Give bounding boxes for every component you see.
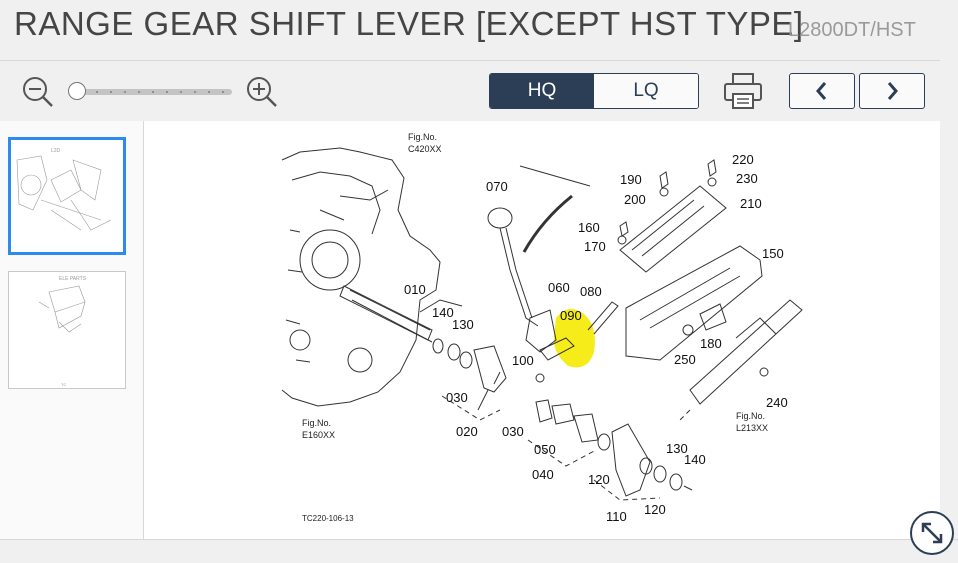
part-label[interactable]: 070 (486, 179, 508, 194)
part-label[interactable]: 090 (560, 308, 582, 323)
thumbnail-sidebar: L2D ELE PARTS TC (0, 121, 144, 539)
page-title: RANGE GEAR SHIFT LEVER [EXCEPT HST TYPE] (14, 5, 804, 42)
diagram-code: TC220-106-13 (302, 514, 354, 523)
part-label[interactable]: 210 (740, 196, 762, 211)
part-label[interactable]: 010 (404, 282, 426, 297)
chevron-left-icon (816, 82, 827, 100)
fig-ref-c420: C420XX (408, 144, 442, 154)
part-label[interactable]: 130 (666, 441, 688, 456)
print-icon[interactable] (723, 72, 763, 115)
zoom-out-icon[interactable] (22, 76, 54, 113)
part-label[interactable]: 080 (580, 284, 602, 299)
fig-ref-c420-prefix: Fig.No. (408, 132, 437, 142)
part-label[interactable]: 120 (588, 472, 610, 487)
part-label[interactable]: 140 (684, 452, 706, 467)
model-label: L2800DT/HST (788, 19, 916, 41)
part-label[interactable]: 180 (700, 336, 722, 351)
part-label[interactable]: 240 (766, 395, 788, 410)
part-label[interactable]: 040 (532, 467, 554, 482)
part-label[interactable]: 030 (446, 390, 468, 405)
part-label[interactable]: 190 (620, 172, 642, 187)
part-label[interactable]: 140 (432, 305, 454, 320)
part-label[interactable]: 030 (502, 424, 524, 439)
part-label[interactable]: 100 (512, 353, 534, 368)
expand-icon (921, 522, 943, 544)
zoom-in-icon[interactable] (246, 76, 278, 113)
svg-text:TC: TC (61, 382, 66, 387)
quality-hq-button[interactable]: HQ (490, 74, 594, 108)
chevron-right-icon (887, 82, 898, 100)
part-label[interactable]: 220 (732, 152, 754, 167)
part-label[interactable]: 110 (606, 509, 627, 524)
fig-ref-e160-prefix: Fig.No. (302, 418, 331, 428)
toolbar: HQ LQ (0, 60, 940, 121)
zoom-slider-thumb[interactable] (68, 82, 86, 100)
expand-button[interactable] (910, 511, 954, 555)
svg-text:ELE PARTS: ELE PARTS (59, 276, 87, 282)
part-label[interactable]: 170 (584, 239, 606, 254)
part-label[interactable]: 130 (452, 317, 474, 332)
part-label[interactable]: 250 (674, 352, 696, 367)
diagram-viewer[interactable]: Fig.No. C420XX Fig.No. E160XX Fig.No. L2… (144, 121, 940, 539)
part-label[interactable]: 020 (456, 424, 478, 439)
fig-ref-l213-prefix: Fig.No. (736, 411, 765, 421)
highlight-marker (553, 308, 595, 368)
bottom-bar (0, 539, 958, 563)
parts-diagram: Fig.No. C420XX Fig.No. E160XX Fig.No. L2… (281, 132, 803, 524)
part-label[interactable]: 050 (534, 442, 556, 457)
part-label[interactable]: 200 (624, 192, 646, 207)
previous-button[interactable] (789, 73, 855, 109)
quality-lq-button[interactable]: LQ (594, 74, 698, 108)
part-label[interactable]: 060 (548, 280, 570, 295)
next-button[interactable] (859, 73, 925, 109)
thumbnail-1[interactable]: L2D (8, 137, 126, 255)
part-label[interactable]: 160 (578, 220, 600, 235)
part-label[interactable]: 150 (762, 246, 784, 261)
zoom-slider-track[interactable] (70, 89, 232, 95)
svg-text:L2D: L2D (51, 148, 61, 154)
fig-ref-e160: E160XX (302, 430, 335, 440)
quality-toggle: HQ LQ (489, 73, 699, 109)
header: RANGE GEAR SHIFT LEVER [EXCEPT HST TYPE]… (0, 0, 958, 56)
thumbnail-2[interactable]: ELE PARTS TC (8, 271, 126, 389)
fig-ref-l213: L213XX (736, 423, 768, 433)
part-label[interactable]: 120 (644, 502, 666, 517)
part-label[interactable]: 230 (736, 171, 758, 186)
